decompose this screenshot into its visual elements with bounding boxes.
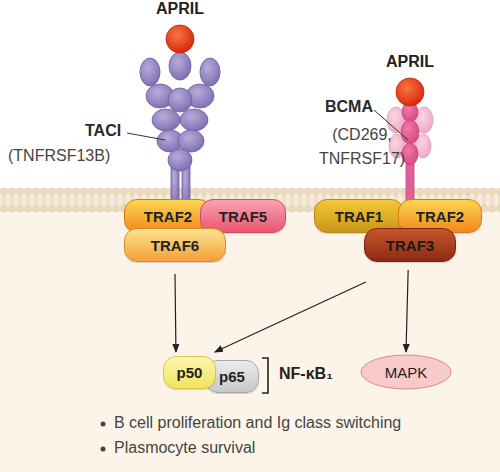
- nfkb-subunit: p50: [163, 356, 216, 389]
- april-ligand: APRIL: [150, 0, 210, 58]
- ligand-circle: [166, 25, 194, 53]
- kinase-name: MAPK: [385, 364, 428, 381]
- protein-name: TRAF2: [144, 208, 192, 225]
- protein-name: TRAF6: [151, 237, 199, 254]
- nfkb-complex: NF-κB₁ p50 p65: [163, 354, 348, 394]
- traf-protein: TRAF3: [364, 228, 456, 262]
- receptor-name: BCMA: [325, 98, 373, 116]
- ligand-circle: [396, 78, 424, 106]
- bullet-dot: [101, 422, 106, 427]
- mapk-kinase: MAPK: [360, 354, 452, 390]
- receptor-name: TACI: [85, 122, 121, 140]
- protein-name: TRAF1: [335, 208, 383, 225]
- ligand-circle: [395, 77, 425, 107]
- protein-name: p50: [177, 364, 203, 381]
- protein-name: TRAF3: [386, 237, 434, 254]
- signal-arrow: [174, 274, 176, 352]
- ligand-circle: [165, 24, 195, 54]
- gene-name: (TNFRSF13B): [8, 147, 110, 165]
- bullet-text: B cell proliferation and Ig class switch…: [114, 414, 401, 432]
- protein-name: TRAF2: [416, 208, 464, 225]
- bullet-dot: [101, 447, 106, 452]
- cytoplasm: [0, 205, 500, 472]
- ligand-name: APRIL: [380, 53, 440, 71]
- traf-protein: TRAF6: [124, 228, 226, 262]
- leader-line: [127, 133, 165, 140]
- group-bracket: [262, 358, 268, 393]
- protein-name: p65: [219, 368, 245, 385]
- bullet-text: Plasmocyte survival: [114, 439, 255, 457]
- ellipse-outline: [361, 355, 451, 389]
- protein-name: TRAF5: [219, 208, 267, 225]
- signal-arrow: [215, 282, 366, 352]
- taci-receptor: [140, 52, 220, 208]
- signal-arrow: [406, 270, 408, 352]
- ligand-name: APRIL: [150, 0, 210, 18]
- gene-name: (CD269, TNFRSF17): [312, 123, 412, 171]
- complex-name: NF-κB₁: [279, 365, 333, 383]
- april-ligand: APRIL: [380, 53, 440, 111]
